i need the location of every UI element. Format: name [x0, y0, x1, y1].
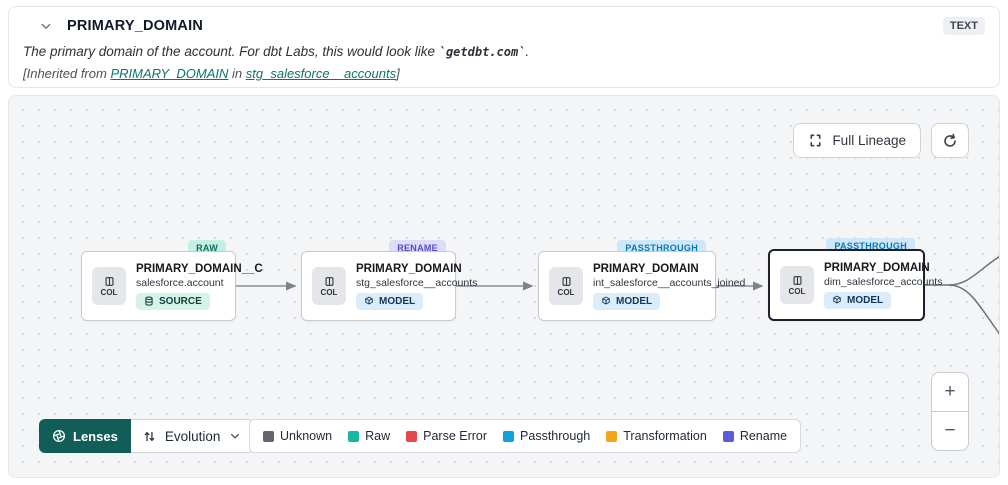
col-chip-label: COL: [320, 287, 338, 297]
resource-type-label: SOURCE: [159, 295, 202, 307]
divider: [932, 411, 968, 412]
resource-type-pill: SOURCE: [136, 292, 210, 310]
node-column-name: PRIMARY_DOMAIN: [593, 262, 699, 275]
lineage-node-int-salesforce-accounts-joined[interactable]: PASSTHROUGH COL PRIMARY_DOMAIN int_sales…: [538, 240, 745, 321]
lineage-edges: [236, 255, 999, 335]
frame-corners-icon: [808, 133, 823, 148]
legend-item: Parse Error: [406, 429, 487, 443]
full-lineage-button[interactable]: Full Lineage: [793, 123, 921, 158]
column-icon: [105, 276, 113, 286]
column-chip: COL: [549, 267, 583, 305]
cube-icon: [365, 296, 373, 305]
lineage-node-stg-salesforce-accounts[interactable]: RENAME COL PRIMARY_DOMAIN stg_salesforce…: [301, 240, 477, 321]
legend-label: Rename: [739, 429, 788, 443]
inherited-model-link[interactable]: stg_salesforce__accounts: [245, 66, 397, 81]
resource-type-label: MODEL: [847, 294, 884, 306]
node-column-name: PRIMARY_DOMAIN: [356, 262, 462, 275]
legend-item: Transformation: [606, 429, 707, 443]
legend-label: Raw: [365, 429, 391, 443]
resource-type-label: MODEL: [616, 295, 653, 307]
column-type-badge: TEXT: [942, 17, 985, 35]
legend-swatch: [722, 430, 734, 442]
legend-swatch: [606, 430, 618, 442]
zoom-in-button[interactable]: +: [932, 373, 968, 411]
column-chip: COL: [92, 267, 126, 305]
column-chip: COL: [780, 266, 814, 304]
refresh-icon: [942, 133, 958, 149]
node-model-name: int_salesforce__accounts_joined: [593, 276, 746, 289]
column-header-row: PRIMARY_DOMAIN TEXT: [23, 17, 985, 35]
zoom-controls: + −: [931, 372, 969, 451]
lens-bar: Lenses Evolution: [39, 419, 255, 453]
swap-vertical-icon: [144, 431, 155, 441]
legend-swatch: [503, 430, 515, 442]
chevron-down-icon: [231, 433, 240, 439]
inherited-from-line: [Inherited from PRIMARY_DOMAIN in stg_sa…: [23, 66, 985, 81]
col-chip-label: COL: [788, 286, 806, 296]
legend-label: Parse Error: [423, 429, 488, 443]
lineage-node-salesforce-account[interactable]: RAW COL PRIMARY_DOMAIN__C salesforce.acc…: [81, 240, 263, 321]
column-chip: COL: [312, 267, 346, 305]
resource-type-pill: MODEL: [593, 292, 661, 310]
node-column-name: PRIMARY_DOMAIN__C: [136, 262, 263, 275]
lineage-canvas[interactable]: Full Lineage RAW COL PRIMARY_DOMAIN__C s…: [8, 95, 1000, 478]
column-icon: [325, 276, 333, 286]
legend-item: Rename: [722, 429, 788, 443]
lineage-node-dim-salesforce-accounts[interactable]: PASSTHROUGH COL PRIMARY_DOMAIN dim_sales…: [768, 238, 942, 321]
legend-item: Unknown: [263, 429, 332, 443]
node-model-name: salesforce.account: [136, 276, 224, 289]
column-title: PRIMARY_DOMAIN: [67, 18, 203, 34]
col-chip-label: COL: [100, 287, 118, 297]
description-suffix: .: [525, 44, 530, 59]
inherited-prefix: [Inherited from: [23, 66, 111, 81]
lenses-button[interactable]: Lenses: [39, 419, 131, 453]
column-description: The primary domain of the account. For d…: [23, 44, 985, 59]
legend-swatch: [406, 430, 418, 442]
evolution-legend: Unknown Raw Parse Error Passthrough Tran…: [249, 419, 802, 453]
collapse-chevron-down-icon[interactable]: [37, 17, 55, 35]
column-details-panel: PRIMARY_DOMAIN TEXT The primary domain o…: [8, 6, 1000, 88]
legend-label: Transformation: [623, 429, 707, 443]
column-icon: [793, 275, 801, 285]
description-text: The primary domain of the account. For d…: [23, 44, 439, 59]
database-icon: [145, 296, 153, 306]
description-code: `getdbt.com`: [438, 45, 526, 59]
selected-lens-label: Evolution: [164, 428, 221, 444]
legend-swatch: [263, 430, 274, 442]
refresh-lineage-button[interactable]: [931, 123, 969, 158]
full-lineage-label: Full Lineage: [832, 133, 906, 148]
lens-select-dropdown[interactable]: Evolution: [130, 419, 255, 453]
node-model-name: dim_salesforce_accounts: [824, 275, 943, 288]
resource-type-pill: MODEL: [356, 292, 424, 310]
zoom-out-button[interactable]: −: [932, 412, 968, 450]
column-icon: [562, 276, 570, 286]
legend-label: Passthrough: [520, 429, 591, 443]
resource-type-pill: MODEL: [824, 291, 892, 309]
inherited-suffix: ]: [396, 66, 400, 81]
cube-icon: [833, 295, 841, 304]
inherited-column-link[interactable]: PRIMARY_DOMAIN: [110, 66, 229, 81]
legend-label: Unknown: [280, 429, 333, 443]
legend-swatch: [348, 430, 360, 442]
col-chip-label: COL: [557, 287, 575, 297]
lenses-label: Lenses: [73, 428, 118, 444]
cube-icon: [602, 296, 610, 305]
node-model-name: stg_salesforce__accounts: [356, 276, 478, 289]
node-column-name: PRIMARY_DOMAIN: [824, 261, 930, 274]
inherited-middle: in: [228, 66, 246, 81]
resource-type-label: MODEL: [379, 295, 416, 307]
aperture-icon: [52, 429, 66, 443]
legend-item: Passthrough: [503, 429, 590, 443]
legend-item: Raw: [348, 429, 390, 443]
